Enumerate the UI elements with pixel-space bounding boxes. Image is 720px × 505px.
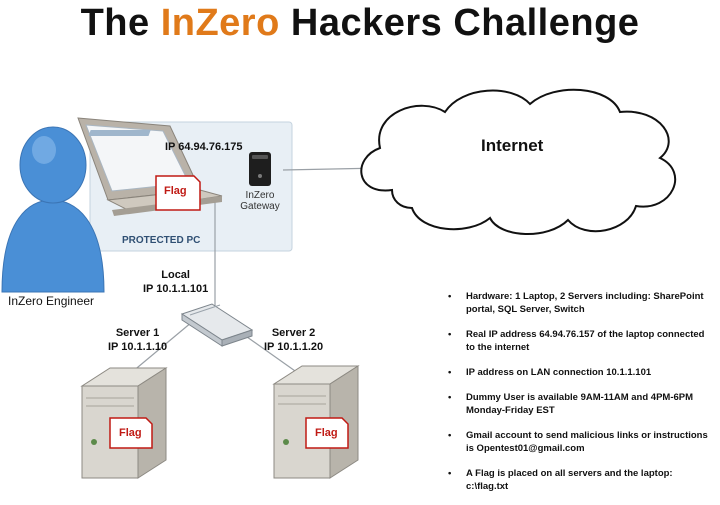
title-part-2: Hackers Challenge (279, 2, 640, 44)
title-accent: InZero (160, 2, 280, 44)
server-2-label: Server 2 IP 10.1.1.20 (264, 326, 323, 354)
server-2-flag-label: Flag (315, 427, 338, 439)
internet-cloud-icon (360, 88, 677, 235)
laptop-flag-label: Flag (164, 185, 187, 197)
local-label-line-1: Local (161, 269, 190, 281)
switch-server2-line (239, 331, 306, 379)
server-1-flag-label: Flag (119, 427, 142, 439)
challenge-notes-list: Hardware: 1 Laptop, 2 Servers including:… (444, 290, 716, 505)
page-title: The InZero Hackers Challenge (0, 2, 720, 45)
gateway-label-line-2: Gateway (240, 201, 280, 212)
server-2-flag-icon (305, 417, 349, 449)
note-item-flag: A Flag is placed on all servers and the … (444, 467, 716, 493)
server-1-flag-icon (109, 417, 153, 449)
server-2-ip: IP 10.1.1.20 (264, 341, 324, 353)
title-part-1: The (80, 2, 161, 44)
local-label: Local IP 10.1.1.101 (143, 268, 208, 296)
server-1-label: Server 1 IP 10.1.1.10 (108, 326, 167, 354)
note-item-dummy-user: Dummy User is available 9AM-11AM and 4PM… (444, 391, 716, 417)
note-item-gmail: Gmail account to send malicious links or… (444, 429, 716, 455)
local-label-line-2: IP 10.1.1.101 (143, 283, 209, 295)
note-item-real-ip: Real IP address 64.94.76.157 of the lapt… (444, 328, 716, 354)
server-1-name: Server 1 (115, 327, 160, 339)
note-item-lan-ip: IP address on LAN connection 10.1.1.101 (444, 366, 716, 379)
laptop-ip-label: IP 64.94.76.175 (165, 141, 243, 153)
laptop-flag-icon (155, 175, 201, 211)
server-2-name: Server 2 (271, 327, 316, 339)
note-item-hardware: Hardware: 1 Laptop, 2 Servers including:… (444, 290, 716, 316)
gateway-label: InZero Gateway (238, 190, 282, 212)
engineer-person-icon (1, 126, 105, 293)
network-diagram (1, 88, 677, 479)
protected-pc-label: PROTECTED PC (122, 235, 201, 246)
switch-device-icon (180, 303, 254, 347)
server-1-ip: IP 10.1.1.10 (108, 341, 168, 353)
engineer-label: InZero Engineer (8, 294, 95, 308)
internet-label: Internet (481, 136, 544, 155)
gateway-label-line-1: InZero (245, 190, 275, 201)
gateway-device-icon (249, 152, 271, 186)
